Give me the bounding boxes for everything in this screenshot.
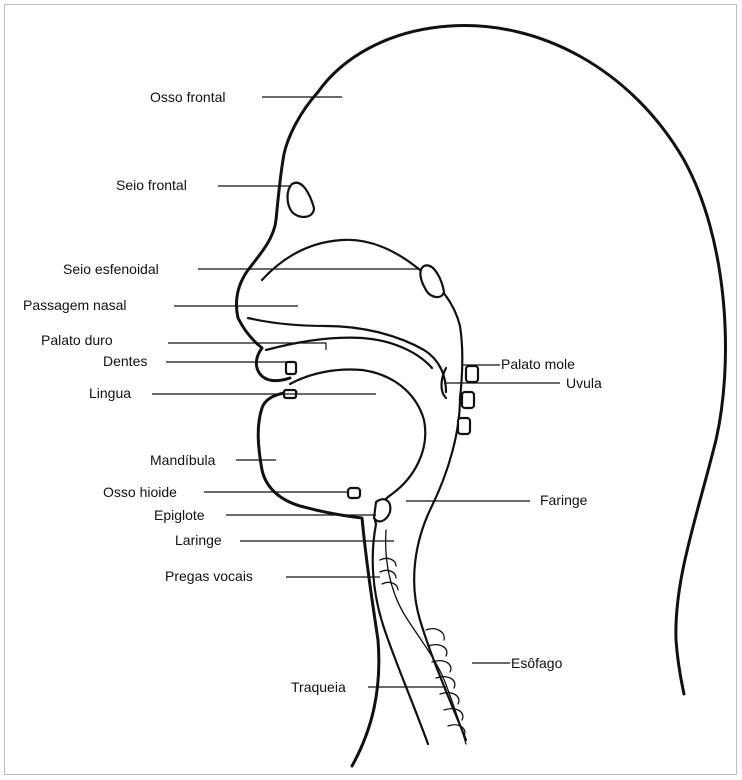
vertebra-1 [466,366,478,382]
epiglottis-shape [374,499,390,521]
label-uvula: Uvula [566,375,602,391]
label-palato-mole: Palato mole [501,356,575,372]
leader-lines [152,97,560,687]
face-profile [236,92,318,381]
vertebra-2 [462,392,474,408]
label-laringe: Laringe [175,532,222,548]
label-palato-duro: Palato duro [41,332,113,348]
tooth-upper [286,362,296,374]
sphenoid-sinus [420,265,444,297]
label-epiglote: Epiglote [154,507,205,523]
label-pregas-vocais: Pregas vocais [165,568,253,584]
label-esofago: Esôfago [511,655,562,671]
label-passagem-nasal: Passagem nasal [23,297,127,313]
larynx-front [373,524,428,744]
jaw-neck-outline [258,392,379,766]
label-seio-frontal: Seio frontal [116,177,187,193]
label-osso-hioide: Osso hioide [103,484,177,500]
frontal-sinus [288,183,315,217]
label-lingua: Lingua [89,385,131,401]
tongue-outline [290,370,425,524]
vertebra-3 [458,418,470,434]
label-traqueia: Traqueia [291,679,346,695]
label-osso-frontal: Osso frontal [150,89,225,105]
hyoid-bone [348,488,360,498]
label-seio-esfenoidal: Seio esfenoidal [63,261,159,277]
label-dentes: Dentes [103,353,147,369]
pharynx-back-wall [414,398,466,740]
label-mandibula: Mandíbula [150,452,215,468]
label-faringe: Faringe [540,492,587,508]
